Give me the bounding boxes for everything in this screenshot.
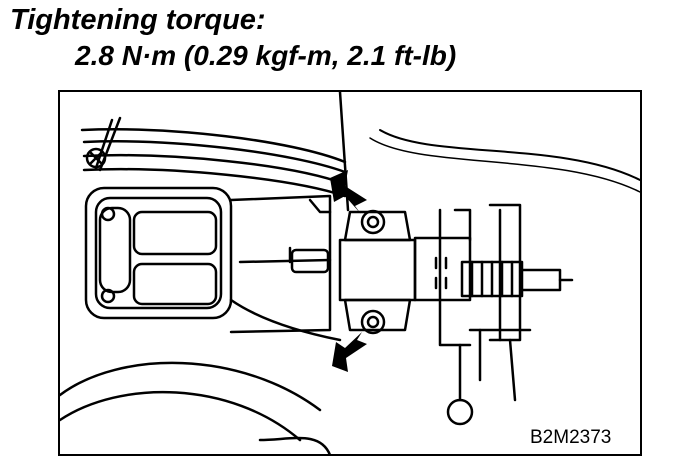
upper-bolt-icon: [360, 209, 386, 235]
intake-duct: [80, 116, 347, 198]
torque-value: 2.8 N·m (0.29 kgf-m, 2.1 ft-lb): [75, 40, 457, 71]
upper-arrow-icon: [330, 170, 367, 214]
lower-arrow-icon: [332, 332, 367, 372]
small-screw-icon: [85, 147, 107, 169]
component-illustration: [58, 90, 642, 456]
sensor-body: [338, 210, 472, 332]
figure-code: B2M2373: [530, 427, 612, 448]
tightening-torque-heading: Tightening torque:: [10, 4, 266, 36]
lower-bolt-icon: [360, 309, 386, 335]
lower-hose: [58, 361, 332, 456]
cable-end: [446, 343, 474, 426]
throttle-body: [84, 186, 233, 320]
figure-frame: [58, 90, 642, 456]
